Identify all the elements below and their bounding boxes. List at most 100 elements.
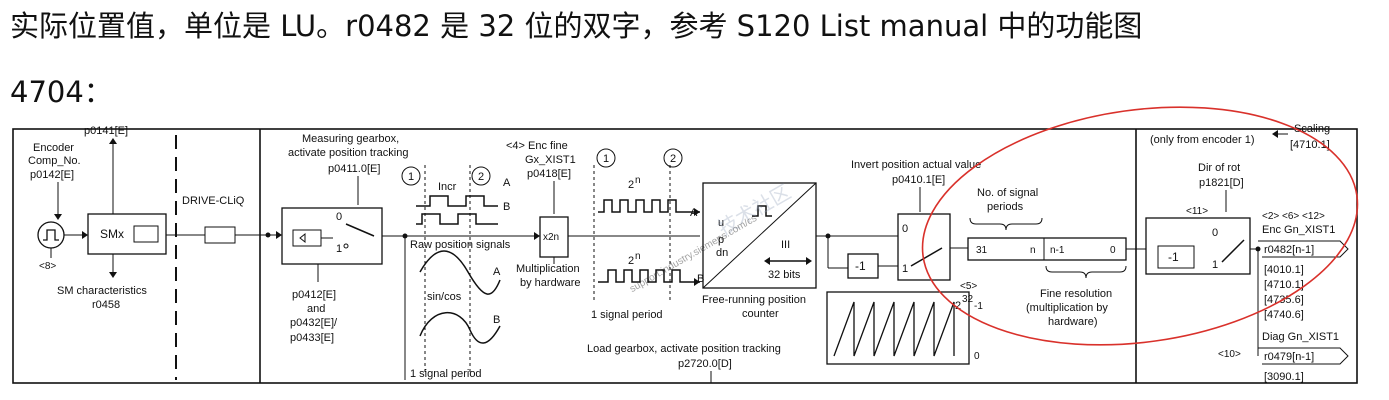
- svg-text:x2n: x2n: [543, 232, 559, 243]
- svg-text:31: 31: [976, 245, 988, 256]
- svg-text:2: 2: [955, 300, 961, 312]
- svg-text:0: 0: [1212, 227, 1218, 239]
- svg-text:0: 0: [974, 351, 980, 362]
- smx-label: SMx: [100, 227, 124, 241]
- svg-text:p0433[E]: p0433[E]: [290, 332, 334, 344]
- svg-text:B: B: [697, 273, 704, 285]
- only-encoder1-label: (only from encoder 1): [1150, 134, 1255, 146]
- svg-text:2: 2: [628, 255, 634, 267]
- signal-a-sin: A: [493, 266, 501, 278]
- one-signal-period-left: 1 signal period: [410, 368, 482, 380]
- ref-4710: [4710.1]: [1264, 279, 1304, 291]
- refs-2-6-12: <2> <6> <12>: [1262, 211, 1325, 222]
- svg-text:hardware): hardware): [1048, 316, 1098, 328]
- r0479-param: r0479[n-1]: [1264, 351, 1314, 363]
- svg-text:1: 1: [603, 153, 609, 165]
- svg-text:2: 2: [670, 153, 676, 165]
- sawtooth-box: [826, 291, 970, 365]
- svg-text:u: u: [718, 217, 724, 229]
- r0479-connector: [1258, 347, 1349, 365]
- measuring-gearbox-label: Measuring gearbox,: [302, 133, 399, 145]
- intro-line-2: 4704：: [10, 75, 113, 109]
- drive-cliq-label: DRIVE-CLiQ: [182, 195, 245, 207]
- enc-fine-label: <4> Enc fine: [506, 140, 568, 152]
- svg-text:counter: counter: [742, 308, 779, 320]
- svg-text:-1: -1: [974, 301, 983, 312]
- svg-text:32: 32: [962, 294, 974, 305]
- multiplication-label: Multiplication: [516, 263, 580, 275]
- ref-8: <8>: [39, 261, 56, 272]
- raw-position-signals-label: Raw position signals: [410, 239, 511, 251]
- ref-5: <5>: [960, 281, 977, 292]
- svg-text:III: III: [781, 239, 790, 251]
- encoder-comp-label-2: Comp_No.: [28, 155, 81, 167]
- diagram-frame: [12, 128, 1358, 384]
- svg-text:-1: -1: [855, 259, 866, 273]
- svg-text:n-1: n-1: [1050, 245, 1065, 256]
- ref-10: <10>: [1218, 349, 1241, 360]
- svg-text:n: n: [635, 251, 641, 262]
- incr-label: Incr: [438, 181, 457, 193]
- svg-text:and: and: [307, 303, 325, 315]
- signal-b-top: B: [503, 201, 510, 213]
- ref-4740: [4740.6]: [1264, 309, 1304, 321]
- load-gearbox-param: p2720.0[D]: [678, 358, 732, 370]
- encoder-comp-label: Encoder: [33, 142, 74, 154]
- svg-text:0: 0: [1110, 245, 1116, 256]
- svg-text:2: 2: [628, 179, 634, 191]
- dir-rot-switch-box: [1145, 217, 1251, 275]
- measuring-gearbox-box: [281, 207, 383, 265]
- svg-text:1: 1: [1212, 259, 1218, 271]
- svg-text:p0432[E]/: p0432[E]/: [290, 317, 338, 329]
- fine-resolution-label: Fine resolution: [1040, 288, 1112, 300]
- sin-cos-label: sin/cos: [427, 291, 462, 303]
- signal-b-sin: B: [493, 314, 500, 326]
- invert-position-label: Invert position actual value: [851, 159, 981, 171]
- circle-2: 2: [478, 171, 484, 183]
- intro-line-1: 实际位置值，单位是 LU。r0482 是 32 位的双字，参考 S120 Lis…: [10, 9, 1143, 43]
- invert-position-param: p0410.1[E]: [892, 174, 945, 186]
- encoder-comp-param: p0142[E]: [30, 169, 74, 181]
- svg-text:32 bits: 32 bits: [768, 269, 801, 281]
- svg-text:Gx_XIST1: Gx_XIST1: [525, 154, 576, 166]
- measuring-gearbox-param: p0411.0[E]: [328, 163, 380, 175]
- svg-text:n: n: [635, 175, 641, 186]
- encoder-symbol: [37, 221, 65, 249]
- enc-gn-xist1-label: Enc Gn_XIST1: [1262, 224, 1335, 236]
- dir-of-rot-param: p1821[D]: [1199, 177, 1244, 189]
- sm-characteristics-label: SM characteristics: [57, 285, 147, 297]
- free-running-label: Free-running position: [702, 294, 806, 306]
- invert-switch-box: [897, 213, 951, 281]
- highlight-circle: [921, 106, 1359, 346]
- svg-text:1: 1: [336, 243, 342, 255]
- top-right-cut-label: Scaling: [1294, 123, 1330, 135]
- num-signal-periods-label: No. of signal: [977, 187, 1038, 199]
- enc-fine-param: p0418[E]: [527, 168, 571, 180]
- position-register: [967, 237, 1127, 261]
- svg-text:periods: periods: [987, 201, 1024, 213]
- diag-gn-xist1-label: Diag Gn_XIST1: [1262, 331, 1339, 343]
- svg-text:dn: dn: [716, 247, 728, 259]
- svg-text:(multiplication by: (multiplication by: [1026, 302, 1108, 314]
- svg-text:p: p: [718, 234, 724, 246]
- ref-11: <11>: [1186, 206, 1208, 217]
- measuring-gearbox-label-2: activate position tracking: [288, 147, 408, 159]
- r0482-connector: [1258, 240, 1349, 258]
- r0482-param: r0482[n-1]: [1264, 244, 1314, 256]
- svg-text:0: 0: [336, 211, 342, 223]
- minus1-box-right: [1157, 245, 1195, 269]
- svg-text:1: 1: [902, 263, 908, 275]
- top-param-cut: p0141[E]: [84, 125, 128, 137]
- svg-text:0: 0: [902, 223, 908, 235]
- dir-of-rot-label: Dir of rot: [1198, 162, 1240, 174]
- ref-3090: [3090.1]: [1264, 371, 1304, 383]
- ref-4010: [4010.1]: [1264, 264, 1304, 276]
- circle-1: 1: [408, 171, 414, 183]
- p0412-param: p0412[E]: [292, 289, 336, 301]
- sm-characteristics-param: r0458: [92, 299, 120, 311]
- one-signal-period-mid: 1 signal period: [591, 309, 663, 321]
- signal-a-top: A: [503, 177, 511, 189]
- svg-text:n: n: [1030, 245, 1036, 256]
- smx-box: [87, 213, 167, 255]
